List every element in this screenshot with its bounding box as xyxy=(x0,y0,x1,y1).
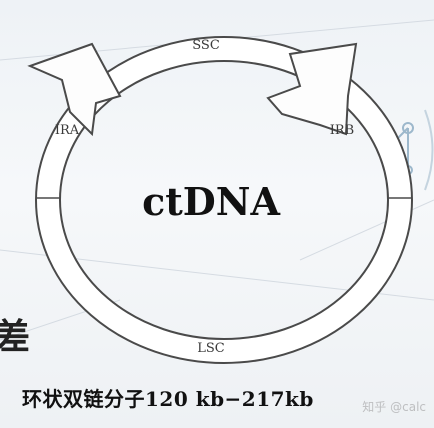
center-label: ctDNA xyxy=(142,179,280,224)
ring-outer-edge xyxy=(35,36,413,364)
ira-arrow xyxy=(27,42,122,137)
region-label-lsc: LSC xyxy=(197,341,225,356)
cropped-heading-char: 差 xyxy=(0,316,31,358)
watermark: 知乎 @calc xyxy=(362,400,426,414)
region-label-ira: IRA xyxy=(55,123,80,138)
ring-inner-edge xyxy=(59,60,389,340)
region-label-ssc: SSC xyxy=(192,38,220,53)
irb-arrow xyxy=(266,42,358,136)
region-label-irb: IRB xyxy=(330,123,354,138)
caption: 环状双链分子120 kb−217kb xyxy=(22,387,314,411)
